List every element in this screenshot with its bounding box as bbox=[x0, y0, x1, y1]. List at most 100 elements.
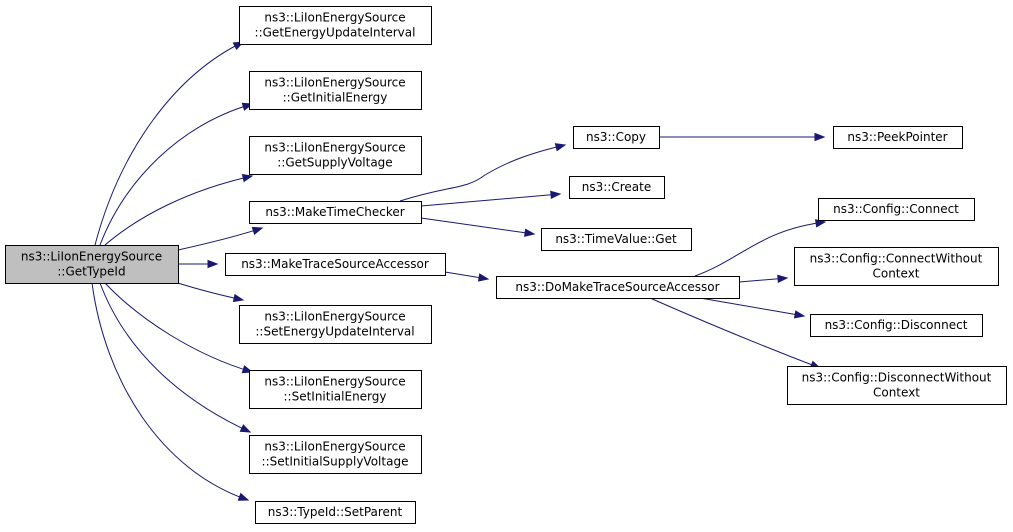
edge-n_copy-to-n_peek bbox=[659, 132, 826, 142]
edge-root-to-n_geui bbox=[94, 41, 245, 246]
node-box bbox=[225, 253, 446, 276]
node-box bbox=[239, 6, 432, 45]
arrowhead-icon bbox=[777, 274, 789, 284]
root-node[interactable]: ns3::LiIonEnergySource::GetTypeId bbox=[5, 245, 179, 284]
node-label: ::GetInitialEnergy bbox=[283, 91, 388, 105]
node-seui[interactable]: ns3::LiIonEnergySource::SetEnergyUpdateI… bbox=[239, 305, 432, 344]
node-label: ns3::Config::ConnectWithout bbox=[810, 252, 983, 266]
edge-line bbox=[699, 297, 805, 317]
edge-line bbox=[104, 282, 253, 373]
node-tsp[interactable]: ns3::TypeId::SetParent bbox=[255, 501, 416, 524]
node-sisv[interactable]: ns3::LiIonEnergySource::SetInitialSupply… bbox=[249, 435, 422, 474]
edge-line bbox=[177, 282, 244, 301]
node-box bbox=[249, 370, 422, 409]
edge-line bbox=[91, 282, 249, 501]
node-dmtsa[interactable]: ns3::DoMakeTraceSourceAccessor bbox=[496, 276, 740, 299]
node-label: ::GetSupplyVoltage bbox=[277, 156, 392, 170]
node-label: ns3::LiIonEnergySource bbox=[264, 76, 405, 90]
node-label: ns3::LiIonEnergySource bbox=[264, 440, 405, 454]
node-sie[interactable]: ns3::LiIonEnergySource::SetInitialEnergy bbox=[249, 370, 422, 409]
edge-n_dmtsa-to-n_ccwc bbox=[738, 274, 789, 284]
node-label: ns3::Copy bbox=[586, 130, 646, 144]
node-label: ns3::MakeTimeChecker bbox=[265, 205, 404, 219]
edges-layer bbox=[91, 41, 827, 501]
node-label: ::SetInitialSupplyVoltage bbox=[262, 455, 409, 469]
node-label: ::SetEnergyUpdateInterval bbox=[255, 325, 414, 339]
edge-root-to-n_mtc bbox=[177, 226, 264, 251]
arrowhead-icon bbox=[524, 228, 536, 237]
node-cc[interactable]: ns3::Config::Connect bbox=[818, 198, 975, 221]
arrowhead-icon bbox=[477, 273, 490, 282]
edge-n_mtc-to-n_create bbox=[420, 190, 562, 207]
node-box bbox=[573, 126, 660, 149]
edge-line bbox=[104, 175, 253, 246]
arrowhead-icon bbox=[554, 143, 567, 152]
node-geui[interactable]: ns3::LiIonEnergySource::GetEnergyUpdateI… bbox=[239, 6, 432, 45]
node-label: ns3::DoMakeTraceSourceAccessor bbox=[515, 280, 719, 294]
edge-line bbox=[649, 297, 821, 369]
node-label: ns3::LiIonEnergySource bbox=[21, 250, 162, 264]
node-box bbox=[496, 276, 740, 299]
node-peek[interactable]: ns3::PeekPointer bbox=[833, 126, 963, 149]
node-box bbox=[239, 305, 432, 344]
edge-line bbox=[694, 221, 826, 277]
node-box bbox=[249, 201, 422, 224]
edge-line bbox=[420, 193, 561, 207]
node-cd[interactable]: ns3::Config::Disconnect bbox=[810, 314, 983, 337]
node-copy[interactable]: ns3::Copy bbox=[573, 126, 660, 149]
arrowhead-icon bbox=[207, 259, 219, 269]
node-mtc[interactable]: ns3::MakeTimeChecker bbox=[249, 201, 422, 224]
node-label: ::SetInitialEnergy bbox=[283, 390, 386, 404]
node-box bbox=[833, 126, 963, 149]
arrowhead-icon bbox=[237, 492, 250, 501]
edge-n_dmtsa-to-n_cc bbox=[694, 219, 827, 277]
node-box bbox=[818, 198, 975, 221]
node-tvget[interactable]: ns3::TimeValue::Get bbox=[541, 228, 692, 251]
node-label: ns3::LiIonEnergySource bbox=[264, 141, 405, 155]
nodes-layer: ns3::LiIonEnergySource::GetTypeIdns3::Li… bbox=[5, 6, 1007, 524]
node-box bbox=[810, 314, 983, 337]
node-box bbox=[541, 228, 692, 251]
node-box bbox=[569, 176, 665, 199]
edge-n_mtc-to-n_copy bbox=[399, 143, 567, 202]
edge-root-to-n_seui bbox=[177, 282, 245, 303]
node-gsv[interactable]: ns3::LiIonEnergySource::GetSupplyVoltage bbox=[249, 136, 422, 175]
edge-root-to-n_mtsa bbox=[178, 259, 219, 269]
node-label: ns3::Config::Disconnect bbox=[825, 318, 968, 332]
node-label: Context bbox=[872, 267, 919, 281]
edge-root-to-n_sie bbox=[104, 282, 254, 374]
arrowhead-icon bbox=[793, 310, 806, 319]
node-label: Context bbox=[873, 386, 920, 400]
node-label: ns3::Config::DisconnectWithout bbox=[802, 371, 992, 385]
edge-n_dmtsa-to-n_cdwc bbox=[649, 297, 822, 369]
node-box bbox=[249, 435, 422, 474]
node-box bbox=[5, 245, 179, 284]
node-mtsa[interactable]: ns3::MakeTraceSourceAccessor bbox=[225, 253, 446, 276]
edge-root-to-n_gie bbox=[99, 102, 254, 246]
node-create[interactable]: ns3::Create bbox=[569, 176, 665, 199]
node-box bbox=[787, 366, 1007, 405]
node-label: ns3::LiIonEnergySource bbox=[264, 11, 405, 25]
edge-line bbox=[399, 144, 566, 202]
edge-root-to-n_sisv bbox=[99, 282, 252, 433]
node-gie[interactable]: ns3::LiIonEnergySource::GetInitialEnergy bbox=[249, 71, 422, 110]
edge-n_dmtsa-to-n_cd bbox=[699, 297, 806, 319]
edge-line bbox=[94, 41, 244, 246]
edge-line bbox=[99, 103, 253, 246]
arrowhead-icon bbox=[239, 424, 252, 433]
arrowhead-icon bbox=[814, 132, 826, 142]
edge-n_mtsa-to-n_dmtsa bbox=[444, 271, 490, 282]
node-label: ns3::MakeTraceSourceAccessor bbox=[241, 257, 429, 271]
node-box bbox=[794, 247, 999, 286]
node-label: ns3::TypeId::SetParent bbox=[268, 505, 403, 519]
node-box bbox=[249, 71, 422, 110]
node-label: ns3::LiIonEnergySource bbox=[264, 375, 405, 389]
node-label: ns3::Config::Connect bbox=[833, 202, 959, 216]
arrowhead-icon bbox=[241, 174, 254, 183]
arrowhead-icon bbox=[550, 190, 562, 200]
node-label: ns3::LiIonEnergySource bbox=[264, 310, 405, 324]
edge-line bbox=[177, 227, 263, 251]
